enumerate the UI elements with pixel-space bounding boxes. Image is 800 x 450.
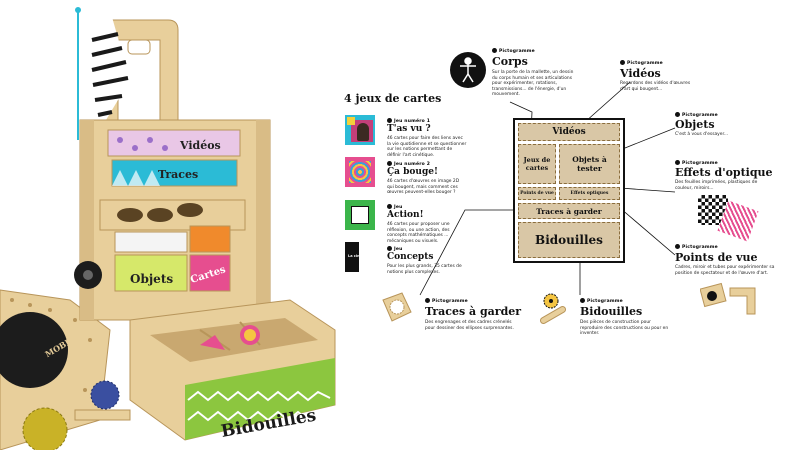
card-3-desc: 46 cartes pour proposer une réflexion, o… [387,222,450,244]
card-2-desc: 46 cartes d'œuvres en image 2D qui bouge… [387,179,460,196]
connector-lines [419,81,676,296]
points-tag: Pictogramme [675,244,718,250]
contents-diagram: 4 jeux de cartes La cinétique Jeu numéro… [330,0,800,450]
body-figure-icon [450,52,486,88]
card-4-tag: Jeu [387,246,403,252]
videos-title: Vidéos [620,67,661,80]
cabinet-effets: Effets optiques [559,187,620,200]
card-1-title: T'as vu ? [387,124,431,134]
gear-frame-icon [380,290,414,324]
traces-title: Traces à garder [425,305,522,318]
drawer-label-traces: Traces [158,168,198,181]
card-4-title: Concepts [387,252,434,262]
cabinet-points: Points de vue [518,187,556,200]
points-desc: Cadres, miroir et tubes pour expérimente… [675,265,775,276]
gear-tool-icon [535,292,571,328]
card-1-desc: 46 cartes pour faire des liens avec la v… [387,136,467,158]
card-thumb-cabouge [345,157,375,187]
objets-desc: C'est à vous d'essayer... [675,132,729,137]
effets-tag: Pictogramme [675,160,718,166]
cabinet-objets: Objets à tester [559,144,620,184]
cabinet-bidouilles: Bidouilles [518,222,620,258]
card-4-desc: Pour les plus grands, 35 cartes de notio… [387,264,462,275]
videos-tag: Pictogramme [620,60,663,66]
traces-tag: Pictogramme [425,298,468,304]
trolley-illustration: Vidéos Traces Objets Cartes [0,7,336,450]
card-2-title: Ça bouge! [387,167,438,177]
card-thumb-concepts: La cinétique [345,242,375,272]
objets-title: Objets [675,118,715,131]
corps-tag: Pictogramme [492,48,535,54]
points-title: Points de vue [675,251,758,264]
cards-heading: 4 jeux de cartes [344,92,442,105]
frames-icon [700,282,756,315]
card-3-tag: Jeu [387,204,403,210]
videos-desc: Regardons des vidéos d'œuvres d'art qui … [620,81,691,92]
card-1-tag: Jeu numéro 1 [387,118,430,124]
drawer-label-videos: Vidéos [179,139,221,152]
cabinet-jeux: Jeux de cartes [518,144,556,184]
cabinet-traces: Traces à garder [518,203,620,219]
effets-desc: Des feuilles imprimées, plastiques de co… [675,180,758,191]
corps-desc: Sur la porte de la mallette, un dessin d… [492,70,574,98]
card-3-title: Action! [387,210,424,220]
objets-tag: Pictogramme [675,112,718,118]
traces-desc: Des engrenages et des cadres crénelés po… [425,320,514,331]
card-thumb-tasvu [345,115,375,145]
effets-title: Effets d'optique [675,166,773,179]
card-2-tag: Jeu numéro 2 [387,161,430,167]
bidouilles-desc: Des pièces de construction pour reprodui… [580,320,669,337]
cabinet-videos: Vidéos [518,123,620,141]
corps-title: Corps [492,55,528,68]
drawer-label-objets: Objets [130,272,173,286]
product-photo: Vidéos Traces Objets Cartes [0,0,340,450]
card-thumb-action [345,200,375,230]
bidouilles-title: Bidouilles [580,305,643,318]
bidouilles-tag: Pictogramme [580,298,623,304]
